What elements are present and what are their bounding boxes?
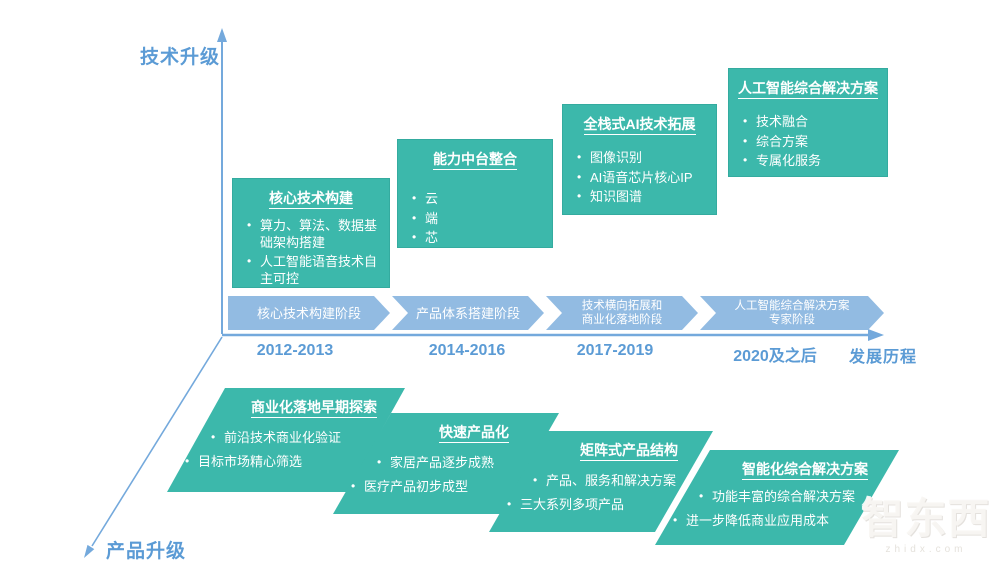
watermark-url: zhidx.com: [885, 544, 967, 556]
tech-box-title: 能力中台整合: [406, 149, 544, 170]
product-stage-title: 商业化落地早期探索: [223, 397, 405, 418]
product-stage-title: 智能化综合解决方案: [711, 459, 899, 480]
tech-box-fullstack-ai: 全栈式AI技术拓展 图像识别 AI语音芯片核心IP 知识图谱: [562, 104, 717, 215]
tech-box-bullet: AI语音芯片核心IP: [577, 170, 708, 187]
product-stage-bullet: 进一步降低商业应用成本: [673, 513, 899, 530]
tech-box-bullet: 专属化服务: [743, 153, 879, 170]
product-stage-bullets: 产品、服务和解决方案 三大系列多项产品: [489, 473, 713, 513]
tech-box-bullet: 知识图谱: [577, 189, 708, 206]
tech-box-title: 人工智能综合解决方案: [737, 78, 879, 99]
product-stage-bullet: 家居产品逐步成熟: [377, 455, 559, 472]
phase-label: 核心技术构建阶段: [256, 305, 361, 321]
product-stage-bullets: 家居产品逐步成熟 医疗产品初步成型: [333, 455, 559, 495]
tech-box-title: 核心技术构建: [241, 188, 381, 209]
timeline-phase-3: 技术横向拓展和 商业化落地阶段: [546, 296, 698, 330]
tech-box-bullets: 图像识别 AI语音芯片核心IP 知识图谱: [571, 150, 708, 206]
timeline-phase-1: 核心技术构建阶段: [228, 296, 390, 330]
product-axis-label: 产品升级: [106, 541, 187, 562]
product-stage-title: 快速产品化: [389, 422, 559, 443]
tech-box-bullet: 综合方案: [743, 134, 879, 151]
tech-box-capability-platform: 能力中台整合 云 端 芯: [397, 139, 553, 248]
tech-box-bullet: 图像识别: [577, 150, 708, 167]
period-label-2012-2013: 2012-2013: [256, 342, 334, 359]
tech-box-ai-solution: 人工智能综合解决方案 技术融合 综合方案 专属化服务: [728, 68, 888, 177]
tech-box-title: 全栈式AI技术拓展: [571, 114, 708, 135]
product-stage-bullets: 前沿技术商业化验证 目标市场精心筛选: [167, 430, 405, 470]
timeline-axis-label: 发展历程: [849, 349, 918, 366]
tech-box-bullet: 人工智能语音技术自主可控: [247, 254, 381, 287]
tech-box-bullet: 算力、算法、数据基础架构搭建: [247, 218, 381, 251]
product-stage-title: 矩阵式产品结构: [545, 440, 713, 461]
timeline-phase-4: 人工智能综合解决方案 专家阶段: [700, 296, 884, 330]
watermark-logo: 智东西: [861, 495, 991, 542]
phase-label: 专家阶段: [769, 314, 815, 326]
product-stage-bullet: 目标市场精心筛选: [185, 454, 405, 471]
product-stage-bullet: 三大系列多项产品: [507, 497, 713, 514]
tech-box-bullet: 端: [412, 211, 544, 228]
tech-box-bullet: 云: [412, 191, 544, 208]
product-stage-bullet: 产品、服务和解决方案: [533, 473, 713, 490]
product-stage-bullet: 医疗产品初步成型: [351, 479, 559, 496]
period-label-2020-plus: 2020及之后: [733, 348, 817, 365]
timeline-phase-2: 产品体系搭建阶段: [392, 296, 544, 330]
tech-axis-label: 技术升级: [139, 47, 220, 68]
period-label-2017-2019: 2017-2019: [576, 342, 654, 359]
tech-box-bullet: 芯: [412, 230, 544, 247]
product-stage-bullet: 功能丰富的综合解决方案: [699, 489, 899, 506]
phase-label: 技术横向拓展和: [581, 300, 663, 312]
watermark: 智东西 zhidx.com: [853, 495, 999, 556]
tech-box-bullets: 算力、算法、数据基础架构搭建 人工智能语音技术自主可控: [241, 218, 381, 288]
tech-box-core-tech: 核心技术构建 算力、算法、数据基础架构搭建 人工智能语音技术自主可控: [232, 178, 390, 288]
period-label-2014-2016: 2014-2016: [428, 342, 506, 359]
phase-label: 产品体系搭建阶段: [415, 305, 520, 321]
product-stage-bullets: 功能丰富的综合解决方案 进一步降低商业应用成本: [655, 489, 899, 529]
product-stage-bullet: 前沿技术商业化验证: [211, 430, 405, 447]
tech-box-bullets: 技术融合 综合方案 专属化服务: [737, 114, 879, 170]
phase-label: 商业化落地阶段: [581, 314, 663, 326]
tech-box-bullets: 云 端 芯: [406, 191, 544, 247]
phase-label: 人工智能综合解决方案: [734, 300, 850, 312]
tech-box-bullet: 技术融合: [743, 114, 879, 131]
